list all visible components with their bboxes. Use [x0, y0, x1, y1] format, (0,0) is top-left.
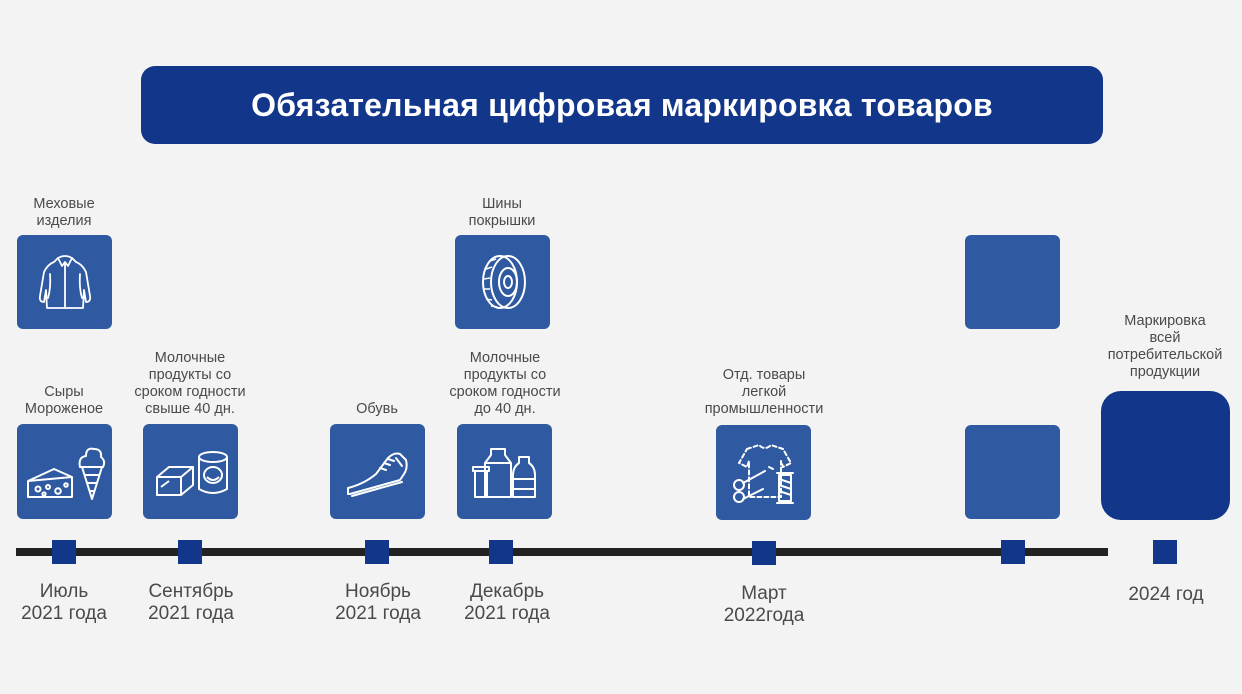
timeline-marker-2 — [178, 540, 202, 564]
tile-light-industry — [716, 425, 811, 520]
tile-dairy-short — [457, 424, 552, 519]
tile-empty-bottom — [965, 425, 1060, 519]
timeline-axis — [16, 548, 1108, 556]
timeline-marker-3 — [365, 540, 389, 564]
tile-dairy-long — [143, 424, 238, 519]
page-title: Обязательная цифровая маркировка товаров — [251, 86, 993, 123]
tile-cheese — [17, 424, 112, 519]
fur-coat-icon — [38, 255, 91, 309]
tile-fur — [17, 235, 112, 329]
timeline-marker-1 — [52, 540, 76, 564]
title-banner: Обязательная цифровая маркировка товаров — [141, 66, 1103, 144]
label-all-products: Маркировка всей потребительской продукци… — [1107, 313, 1223, 380]
tire-icon — [481, 255, 526, 309]
timeline-marker-7 — [1153, 540, 1177, 564]
shoe-icon — [346, 452, 408, 497]
date-september-2021: Сентябрь 2021 года — [148, 581, 234, 624]
tile-all-products — [1101, 391, 1230, 520]
timeline-marker-5 — [752, 541, 776, 565]
timeline-marker-4 — [489, 540, 513, 564]
label-light-industry: Отд. товары легкой промышленности — [704, 367, 824, 417]
cheese-icecream-icon — [26, 447, 105, 500]
date-december-2021: Декабрь 2021 года — [464, 581, 550, 624]
tile-empty-top — [965, 235, 1060, 329]
sewing-icon — [732, 443, 794, 504]
milk-products-icon — [471, 447, 536, 498]
label-fur: Меховые изделия — [33, 196, 95, 229]
date-november-2021: Ноябрь 2021 года — [335, 581, 421, 624]
label-tires: Шины покрышки — [468, 196, 536, 229]
label-cheese: Сыры Мороженое — [24, 384, 104, 417]
tile-shoes — [330, 424, 425, 519]
date-july-2021: Июль 2021 года — [21, 581, 107, 624]
label-dairy-short: Молочные продукты со сроком годности до … — [449, 350, 561, 417]
label-dairy-long: Молочные продукты со сроком годности свы… — [134, 350, 246, 417]
butter-condensed-milk-icon — [155, 450, 228, 496]
tile-tires — [455, 235, 550, 329]
date-march-2022: Март 2022года — [723, 583, 805, 626]
date-2024: 2024 год — [1128, 584, 1204, 605]
timeline-marker-6 — [1001, 540, 1025, 564]
label-shoes: Обувь — [356, 401, 398, 417]
